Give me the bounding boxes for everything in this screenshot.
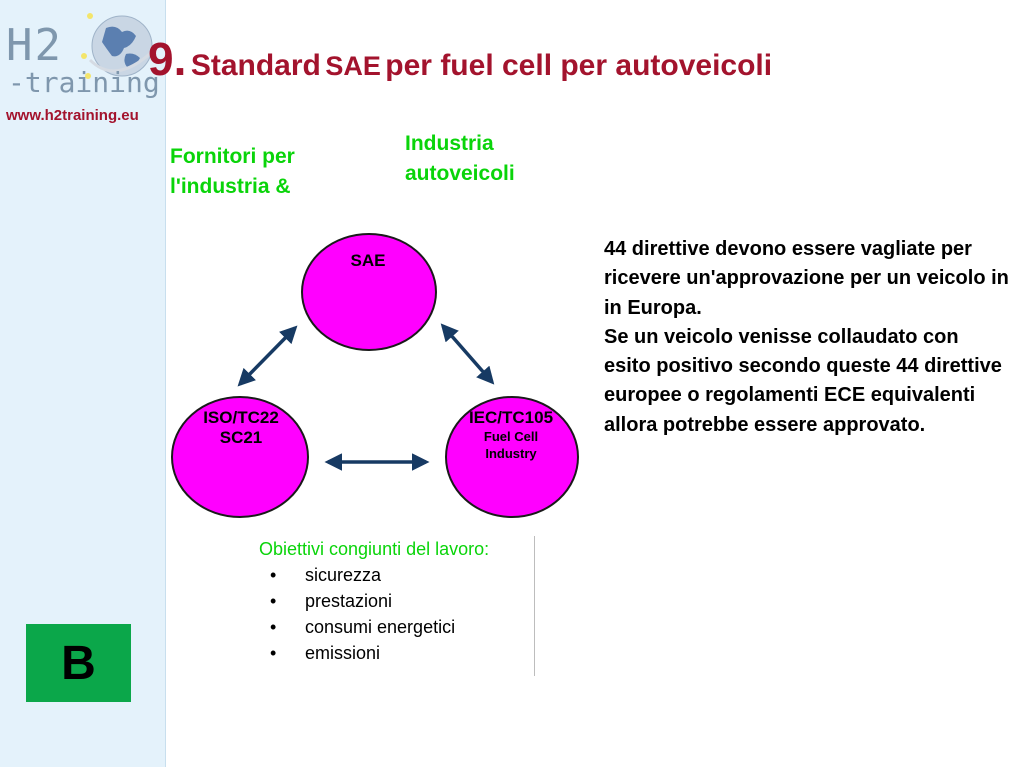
list-item: sicurezza <box>252 562 534 588</box>
standards-diagram <box>171 233 579 518</box>
sidebar: H2 -training www.h2training.eu B <box>0 0 166 767</box>
objectives-box: Obiettivi congiunti del lavoro: sicurezz… <box>252 536 535 676</box>
site-url: www.h2training.eu <box>6 107 139 124</box>
directives-text: 44 direttive devono essere vagliate per … <box>604 235 1009 440</box>
label-industria: Industria autoveicoli <box>405 132 515 185</box>
arrow-sae-iso <box>237 325 298 387</box>
arrow-sae-iec <box>440 323 495 385</box>
iso-node-label: ISO/TC22 SC21 <box>172 408 310 448</box>
h2-training-logo: H2 -training <box>4 6 162 102</box>
title-part-sae: SAE <box>325 51 381 81</box>
objectives-list: sicurezza prestazioni consumi energetici… <box>252 562 534 666</box>
list-item: prestazioni <box>252 588 534 614</box>
iso-label-line2: SC21 <box>219 428 263 447</box>
list-item: consumi energetici <box>252 614 534 640</box>
directives-paragraph-2: Se un veicolo venisse collaudato con esi… <box>604 325 1002 436</box>
logo-h2-text: H2 <box>6 20 63 71</box>
iec-node <box>445 396 579 518</box>
logo-training-text: -training <box>8 66 160 99</box>
iec-label-line2: Fuel Cell <box>483 429 539 444</box>
sae-node-label: SAE <box>350 251 386 270</box>
label-fornitori: Fornitori per l'industria & <box>170 145 295 198</box>
slide-number: 9. <box>148 33 187 85</box>
iso-node <box>171 396 309 518</box>
sae-node <box>301 233 437 351</box>
iec-label-line3: Industry <box>485 446 537 461</box>
iec-label-line1: IEC/TC105 <box>468 408 554 427</box>
list-item: emissioni <box>252 640 534 666</box>
directives-paragraph-1: 44 direttive devono essere vagliate per … <box>604 238 1009 319</box>
iso-label-line1: ISO/TC22 <box>203 408 279 427</box>
title-part-rest: per fuel cell per autoveicoli <box>385 49 773 82</box>
objectives-title: Obiettivi congiunti del lavoro: <box>259 539 490 559</box>
section-badge: B <box>26 624 131 702</box>
title-part-standard: Standard <box>190 49 321 82</box>
slide-title: 9. Standard SAE per fuel cell per autove… <box>148 34 772 96</box>
globe-icon <box>81 13 156 79</box>
iec-node-label: IEC/TC105 Fuel Cell Industry <box>444 408 578 462</box>
